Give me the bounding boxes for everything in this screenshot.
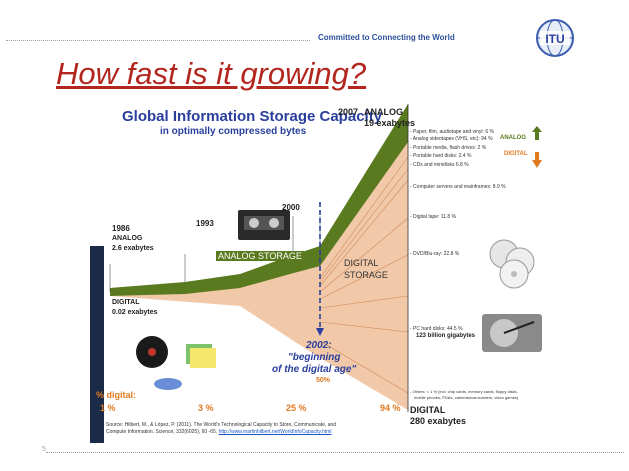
source-line-2: Compute Information. Science, 332(6025),… — [106, 429, 332, 435]
beginning-label-1: "beginning — [288, 352, 341, 363]
hard-disk-icon — [482, 314, 542, 352]
page-number: 5 — [42, 446, 46, 453]
percent-2007: 94 % — [380, 403, 401, 413]
figure-subheading: in optimally compressed bytes — [160, 126, 307, 137]
category-portable-media: - Portable media, flash drives: 2 % — [410, 145, 487, 151]
label-2007-digital-value: 280 exabytes — [410, 416, 467, 426]
label-1986-digital: DIGITAL — [112, 299, 140, 306]
source-link[interactable]: http://www.martinhilbert.net/WorldInfoCa… — [218, 429, 332, 435]
figure-graphic — [90, 96, 545, 443]
category-pc-hard-disks: - PC hard disks: 44.5 % — [410, 326, 463, 332]
analog-arrow-label: ANALOG — [500, 135, 526, 141]
label-1993: 1993 — [196, 219, 214, 228]
category-portable-hard-disks: - Portable hard disks: 2.4 % — [410, 153, 472, 159]
digital-storage-label-2: STORAGE — [344, 270, 388, 280]
logo-text: ITU — [545, 32, 564, 46]
label-1986-analog: ANALOG — [112, 235, 143, 242]
category-servers: - Computer servers and mainframes: 8.9 % — [410, 184, 506, 190]
dvd-discs-icon — [489, 239, 535, 289]
source-citation: Compute Information. Science, 332(6025),… — [106, 429, 218, 435]
category-others-1: - Others: < 1 % (incl. chip cards, memor… — [410, 389, 518, 394]
bottom-divider — [46, 452, 624, 453]
digital-down-arrow — [532, 152, 542, 168]
year-2002-label: 2002: — [306, 340, 332, 351]
videotape-icon — [238, 210, 290, 240]
label-2007: 2007 — [338, 107, 359, 117]
media-stack-icon — [154, 344, 216, 390]
label-2007-analog-value: 19 exabytes — [364, 118, 416, 128]
percent-1993: 3 % — [198, 403, 214, 413]
pc-hard-disks-value: 123 billion gigabytes — [416, 333, 476, 339]
label-1986-analog-value: 2.6 exabytes — [112, 245, 154, 252]
label-2000: 2000 — [282, 203, 300, 212]
storage-capacity-figure: Global Information Storage Capacity in o… — [90, 96, 545, 443]
analog-up-arrow — [532, 126, 542, 140]
category-dvd: - DVD/Blu-ray: 22.8 % — [410, 251, 460, 257]
digital-storage-area — [110, 106, 408, 410]
source-line-1: Source: Hilbert, M., & López, P. (2011).… — [106, 422, 337, 428]
beginning-percent: 50% — [316, 377, 331, 384]
category-paper: - Paper, film, audiotape and vinyl: 6 % — [410, 129, 494, 135]
itu-logo: ITU — [535, 18, 575, 58]
slide-title: How fast is it growing? — [56, 56, 367, 91]
label-1986-digital-value: 0.02 exabytes — [112, 309, 158, 316]
figure-heading: Global Information Storage Capacity — [122, 108, 383, 125]
beginning-label-2: of the digital age" — [272, 364, 357, 375]
top-divider — [6, 40, 310, 41]
percent-2002: 25 % — [286, 403, 307, 413]
percent-1986: 1 % — [100, 403, 116, 413]
digital-arrow-label: DIGITAL — [504, 151, 528, 157]
analog-storage-label: ANALOG STORAGE — [216, 251, 304, 261]
category-others-2: mobile phones, PDAs, cameras/camcorders,… — [414, 395, 519, 400]
label-2007-digital: DIGITAL — [410, 405, 446, 415]
percent-digital-label: % digital: — [96, 390, 136, 400]
label-2007-analog: ANALOG — [364, 107, 403, 117]
label-1986: 1986 — [112, 224, 130, 233]
category-cds: - CDs and minidisks 6.8 % — [410, 162, 469, 168]
slide-tagline: Committed to Connecting the World — [318, 33, 455, 42]
category-analog-videotape: - Analog videotapes (VHS, etc): 94 % — [410, 136, 493, 142]
digital-storage-label-1: DIGITAL — [344, 258, 379, 268]
vinyl-record-icon — [136, 336, 168, 368]
category-digital-tape: - Digital tape: 11.8 % — [410, 214, 457, 220]
